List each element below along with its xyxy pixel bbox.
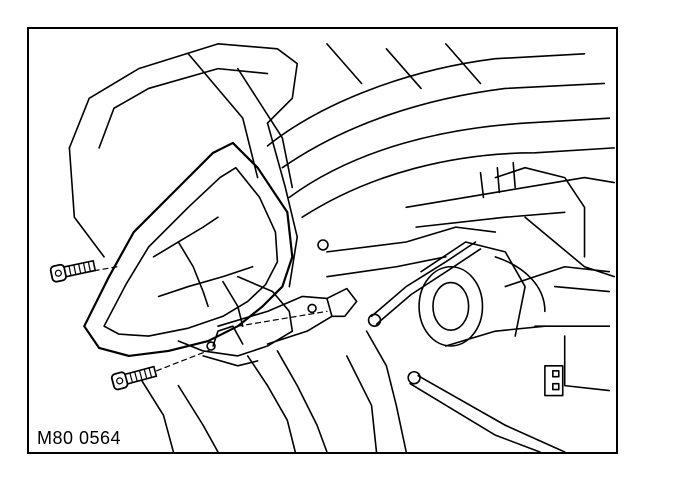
lower-screw[interactable] bbox=[111, 364, 157, 391]
technical-drawing bbox=[29, 29, 616, 452]
linkage-rods bbox=[318, 240, 565, 452]
background-housing bbox=[69, 44, 297, 287]
upper-screw[interactable] bbox=[50, 258, 96, 283]
alignment-lines bbox=[94, 267, 327, 371]
upper-hoses bbox=[268, 44, 615, 217]
illustration-frame: M80 0564 bbox=[27, 27, 618, 454]
figure-reference-code: M80 0564 bbox=[37, 428, 122, 448]
lower-structure bbox=[139, 351, 327, 452]
right-mechanism bbox=[327, 163, 614, 396]
cover-panel[interactable] bbox=[84, 143, 292, 356]
mounting-bracket bbox=[203, 289, 357, 366]
